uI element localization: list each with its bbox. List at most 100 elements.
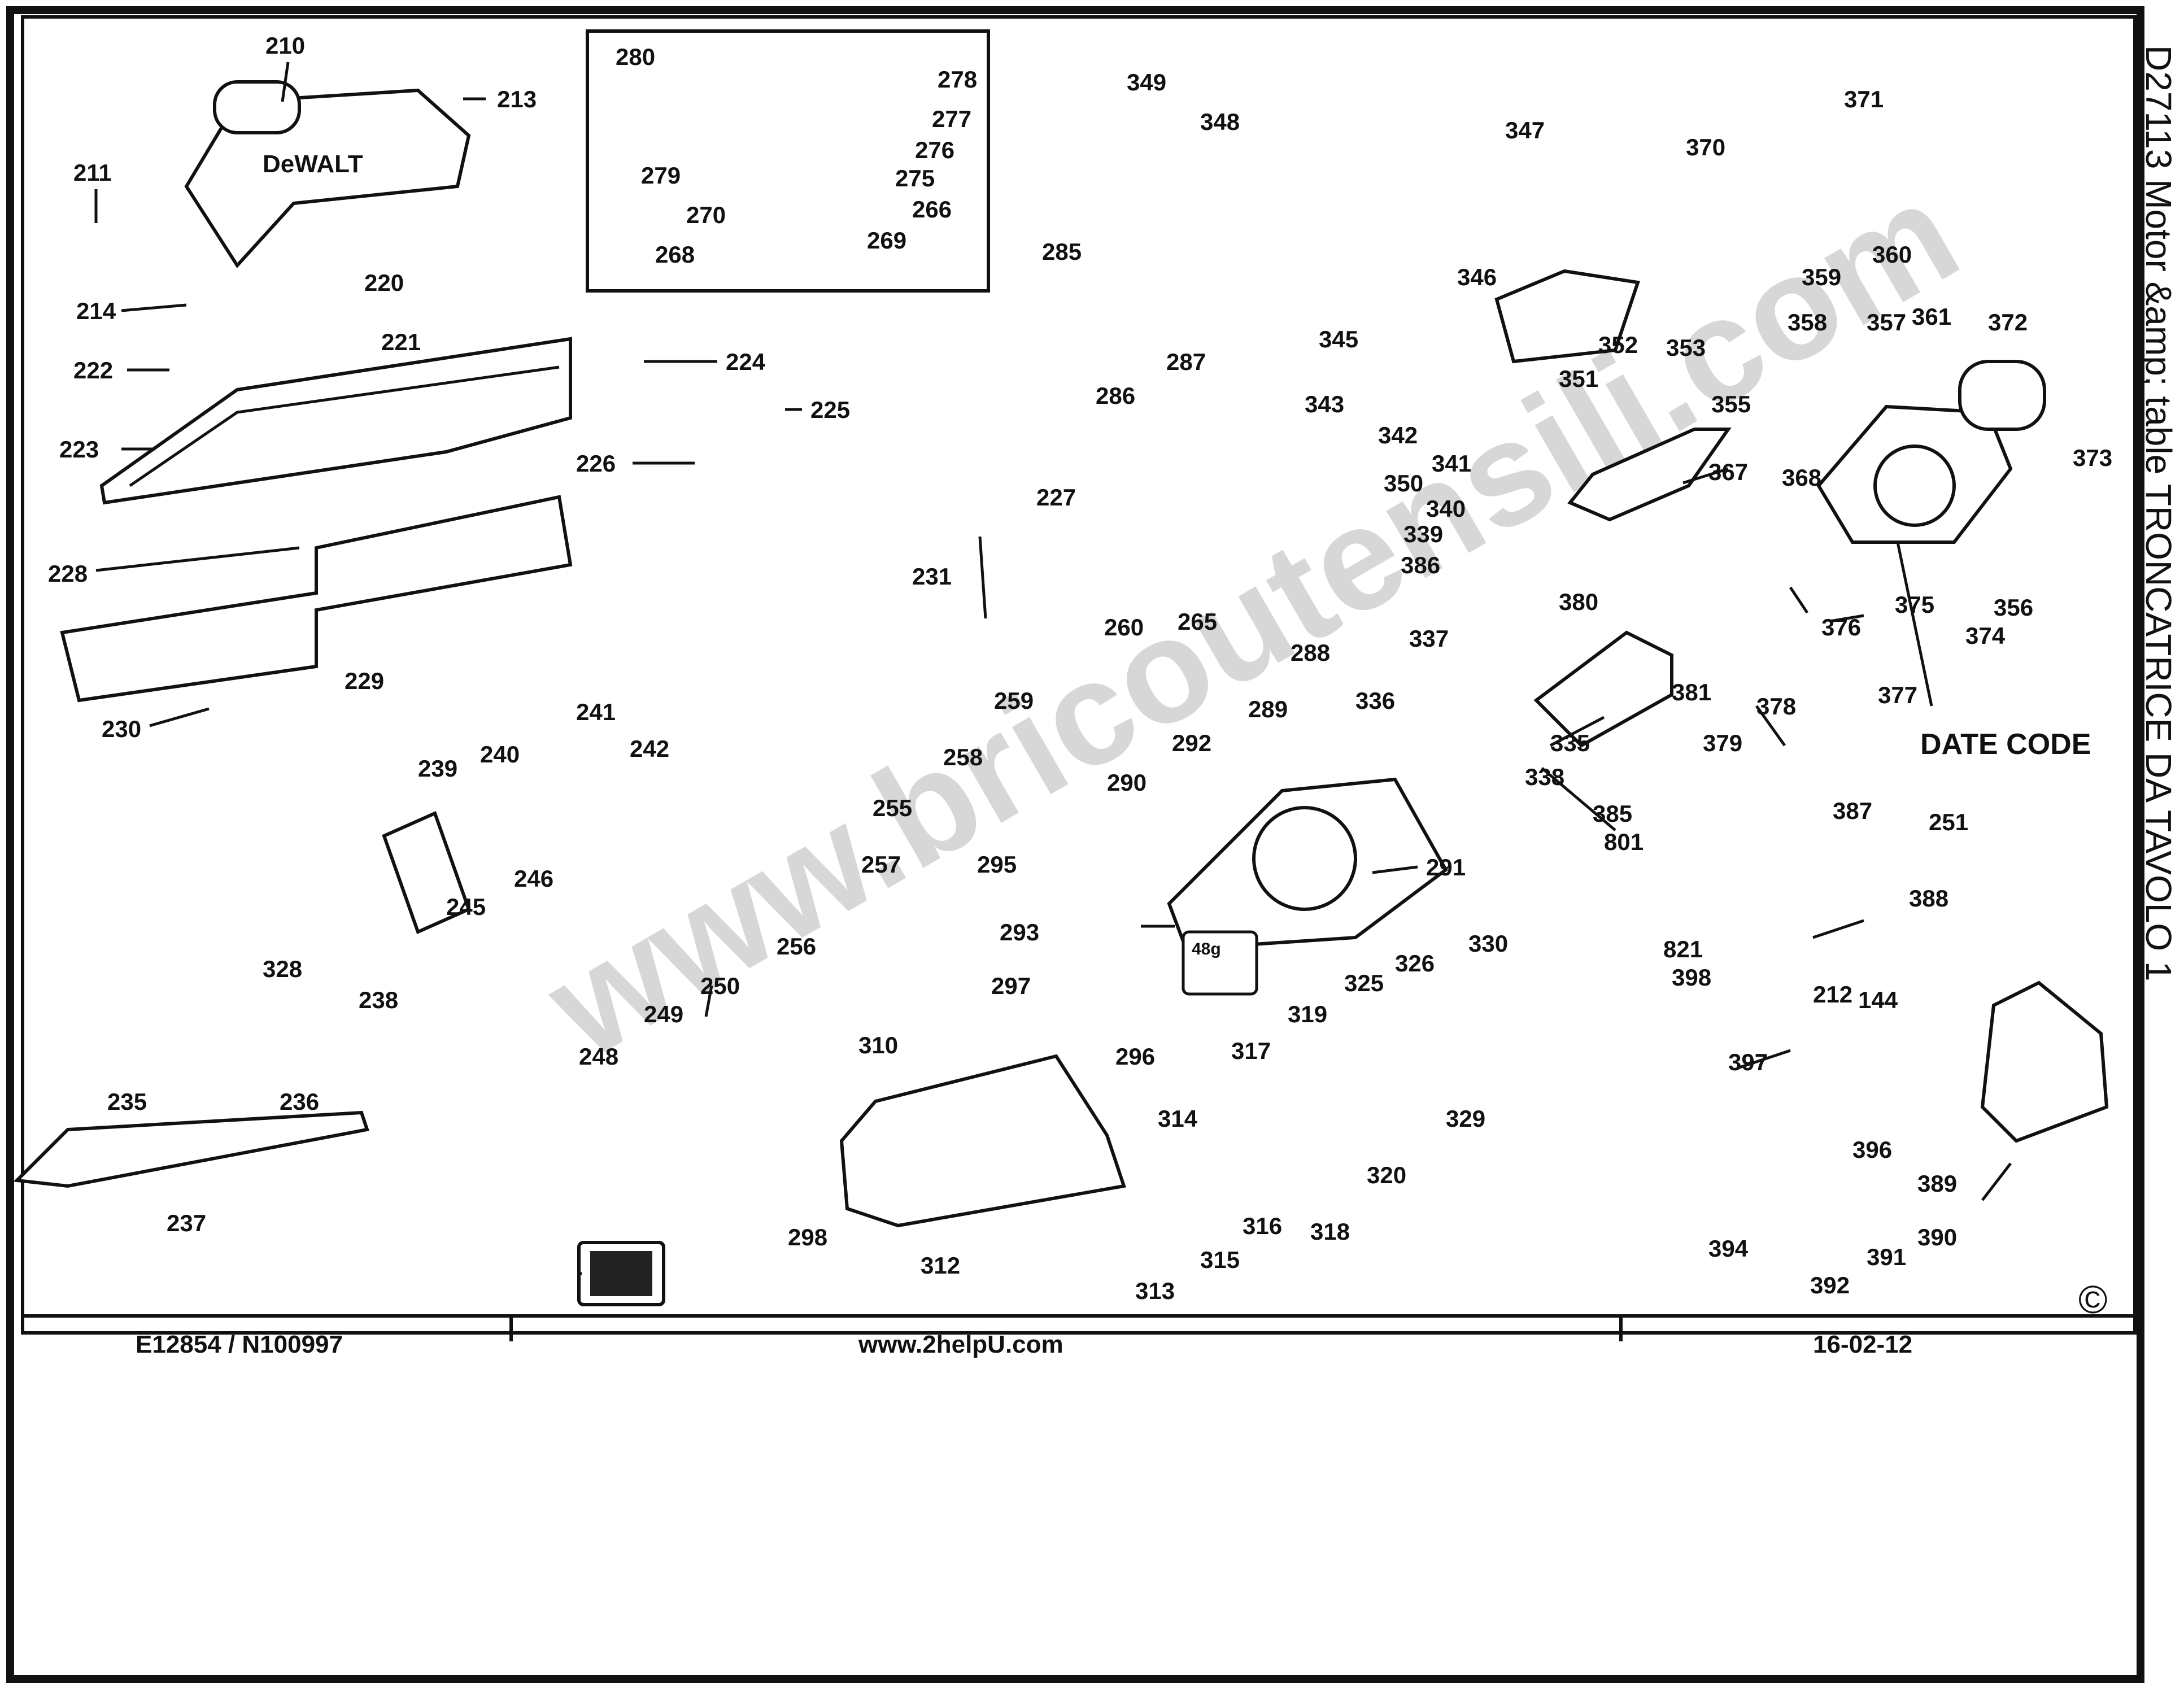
switch-handle-part	[1567, 428, 1732, 522]
grease-box-tag: 48g	[1192, 940, 1221, 958]
part-label: 228	[48, 560, 88, 587]
manual-box-inner	[590, 1251, 652, 1296]
part-label: 298	[788, 1224, 827, 1250]
part-label: 371	[1844, 86, 1884, 112]
part-label: 821	[1663, 936, 1703, 962]
part-label: 295	[977, 851, 1017, 878]
armature-part	[1533, 630, 1673, 748]
part-label: 258	[943, 744, 983, 770]
part-label: 251	[1929, 809, 1968, 835]
part-label: 350	[1384, 470, 1423, 496]
part-label: 397	[1728, 1049, 1768, 1075]
part-label: 319	[1288, 1001, 1327, 1027]
part-label: 144	[1858, 987, 1898, 1013]
part-label: 220	[364, 269, 404, 296]
part-label: 320	[1367, 1162, 1406, 1188]
page-title: D27113 Motor &amp; table TRONCATRICE DA …	[2138, 45, 2179, 982]
part-label: 278	[938, 66, 977, 93]
part-label: 390	[1917, 1224, 1957, 1250]
part-label: 223	[59, 436, 99, 463]
part-label: 231	[912, 563, 952, 590]
date-code-label: DATE CODE	[1920, 728, 2091, 761]
part-label: 245	[446, 893, 486, 920]
part-label: 225	[810, 396, 850, 423]
part-label: 230	[102, 716, 141, 742]
part-label: 296	[1115, 1043, 1155, 1070]
part-label: 341	[1432, 450, 1471, 477]
part-label: 221	[381, 329, 421, 355]
part-label: 379	[1703, 730, 1742, 756]
blade-bar-part	[13, 1110, 369, 1188]
part-label: 392	[1810, 1272, 1850, 1298]
part-label: 387	[1833, 797, 1872, 824]
part-label: 239	[418, 755, 457, 782]
footer-right: 16-02-12	[1813, 1331, 1912, 1358]
motor-housing-part	[1167, 777, 1448, 951]
leader-lines	[94, 62, 2012, 1275]
handle-housing-part	[1494, 269, 1640, 364]
part-label: 340	[1426, 495, 1466, 522]
part-label: 248	[579, 1043, 618, 1070]
part-label: 377	[1878, 682, 1917, 708]
part-label: 360	[1872, 241, 1912, 268]
fence-part	[60, 495, 573, 703]
part-label: 358	[1788, 309, 1827, 335]
part-label: 297	[991, 973, 1031, 999]
part-label: 355	[1711, 391, 1751, 417]
footer-center: www.2helpU.com	[858, 1331, 1063, 1358]
part-label: 229	[345, 668, 384, 694]
svg-text:DeWALT: DeWALT	[263, 150, 363, 178]
subassembly-box-285	[586, 29, 990, 293]
page-frame	[6, 6, 2144, 1683]
part-label: 326	[1395, 950, 1435, 977]
part-label: 348	[1200, 108, 1240, 135]
part-label: 374	[1965, 622, 2006, 649]
part-label: 361	[1912, 303, 1951, 330]
part-label: 255	[873, 795, 912, 821]
part-label: 269	[867, 227, 906, 254]
part-label: 212	[1813, 981, 1852, 1008]
part-labels: 210 211 213 214 220 221 222 223 224 225 …	[48, 32, 2112, 1304]
part-label: 394	[1708, 1235, 1749, 1262]
part-label: 398	[1672, 964, 1711, 991]
part-label: 241	[576, 699, 616, 725]
part-label: 391	[1867, 1244, 1906, 1270]
part-label: 356	[1994, 594, 2033, 621]
part-label: 289	[1248, 696, 1288, 722]
part-label: 316	[1243, 1213, 1282, 1239]
part-label: 396	[1852, 1136, 1892, 1163]
part-label: 318	[1310, 1218, 1350, 1245]
part-label: 293	[1000, 919, 1039, 945]
part-label: 260	[1104, 614, 1144, 640]
part-label: 342	[1378, 422, 1418, 448]
part-label: 353	[1666, 334, 1706, 361]
part-label: 270	[686, 202, 726, 228]
part-label: 343	[1305, 391, 1344, 417]
part-label: 290	[1107, 769, 1147, 796]
diagram-frame	[21, 15, 2137, 1335]
part-label: 325	[1344, 970, 1384, 996]
part-label: 388	[1909, 885, 1948, 912]
base-frame-part	[839, 1054, 1126, 1228]
part-label: 280	[616, 43, 655, 70]
part-label: 287	[1166, 348, 1206, 375]
blade-guard-part: DeWALT	[184, 80, 471, 268]
part-label: 291	[1426, 854, 1466, 880]
part-label: 222	[73, 357, 113, 383]
copyright: ©	[2078, 1278, 2108, 1322]
part-label: 240	[480, 741, 520, 768]
part-label: 368	[1782, 464, 1821, 491]
part-label: 268	[655, 241, 695, 268]
part-label: 385	[1593, 800, 1632, 827]
part-label: 352	[1598, 332, 1638, 358]
grease-box	[1182, 930, 1258, 996]
part-label: 288	[1291, 639, 1330, 666]
part-label: 338	[1525, 764, 1564, 790]
part-label: 285	[1042, 238, 1082, 265]
part-label: 314	[1158, 1105, 1198, 1132]
part-label: 210	[265, 32, 305, 59]
part-label: 345	[1319, 326, 1358, 352]
part-label: 373	[2073, 444, 2112, 471]
part-label: 347	[1505, 117, 1545, 143]
